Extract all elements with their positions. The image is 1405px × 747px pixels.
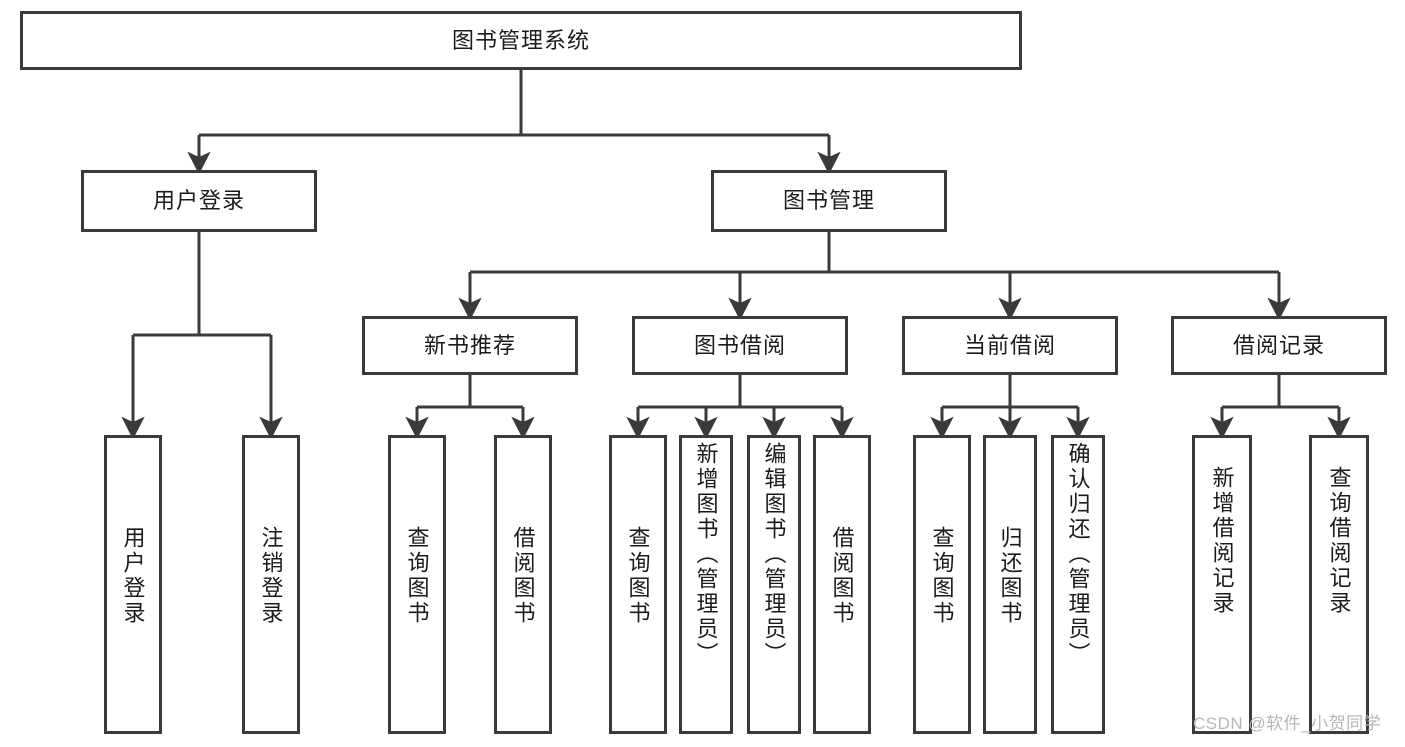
leaf-book-borrow-add[interactable]: 新增图书（管理员） (679, 435, 733, 734)
node-user-login[interactable]: 用户登录 (81, 170, 317, 232)
leaf-label: 借阅图书 (829, 526, 855, 626)
node-current-borrow[interactable]: 当前借阅 (902, 316, 1118, 375)
node-book-management[interactable]: 图书管理 (711, 170, 947, 232)
leaf-label: 查询图书 (625, 526, 651, 626)
node-label: 用户登录 (152, 188, 245, 214)
leaf-user-login-logout[interactable]: 注销登录 (242, 435, 300, 734)
leaf-label: 编辑图书（管理员） (761, 442, 787, 667)
leaf-label: 查询借阅记录 (1326, 466, 1352, 616)
node-label: 借阅记录 (1232, 332, 1325, 358)
node-new-book-recommend[interactable]: 新书推荐 (362, 316, 578, 375)
leaf-label: 用户登录 (120, 526, 146, 626)
leaf-current-borrow-return[interactable]: 归还图书 (983, 435, 1037, 734)
leaf-new-book-borrow[interactable]: 借阅图书 (494, 435, 552, 734)
node-borrow-record[interactable]: 借阅记录 (1171, 316, 1387, 375)
leaf-current-borrow-confirm-return[interactable]: 确认归还（管理员） (1051, 435, 1105, 734)
leaf-borrow-record-add[interactable]: 新增借阅记录 (1192, 435, 1252, 734)
node-label: 图书管理 (782, 188, 875, 214)
leaf-user-login-login[interactable]: 用户登录 (104, 435, 162, 734)
leaf-label: 注销登录 (258, 526, 284, 626)
leaf-label: 归还图书 (997, 526, 1023, 626)
leaf-book-borrow-edit[interactable]: 编辑图书（管理员） (747, 435, 801, 734)
leaf-book-borrow-borrow[interactable]: 借阅图书 (813, 435, 871, 734)
node-book-borrow[interactable]: 图书借阅 (632, 316, 848, 375)
leaf-label: 查询图书 (404, 526, 430, 626)
leaf-label: 查询图书 (929, 526, 955, 626)
leaf-label: 借阅图书 (510, 526, 536, 626)
leaf-label: 新增图书（管理员） (693, 442, 719, 667)
node-label: 当前借阅 (963, 332, 1056, 358)
leaf-label: 确认归还（管理员） (1065, 442, 1091, 667)
node-label: 新书推荐 (423, 332, 516, 358)
watermark: CSDN @软件_小贺同学 (1193, 714, 1382, 733)
leaf-borrow-record-query[interactable]: 查询借阅记录 (1309, 435, 1369, 734)
leaf-new-book-query[interactable]: 查询图书 (388, 435, 446, 734)
node-label: 图书管理系统 (451, 27, 590, 53)
node-root-book-management-system[interactable]: 图书管理系统 (20, 11, 1022, 70)
leaf-label: 新增借阅记录 (1209, 466, 1235, 616)
leaf-book-borrow-query[interactable]: 查询图书 (609, 435, 667, 734)
node-label: 图书借阅 (693, 332, 786, 358)
leaf-current-borrow-query[interactable]: 查询图书 (913, 435, 971, 734)
